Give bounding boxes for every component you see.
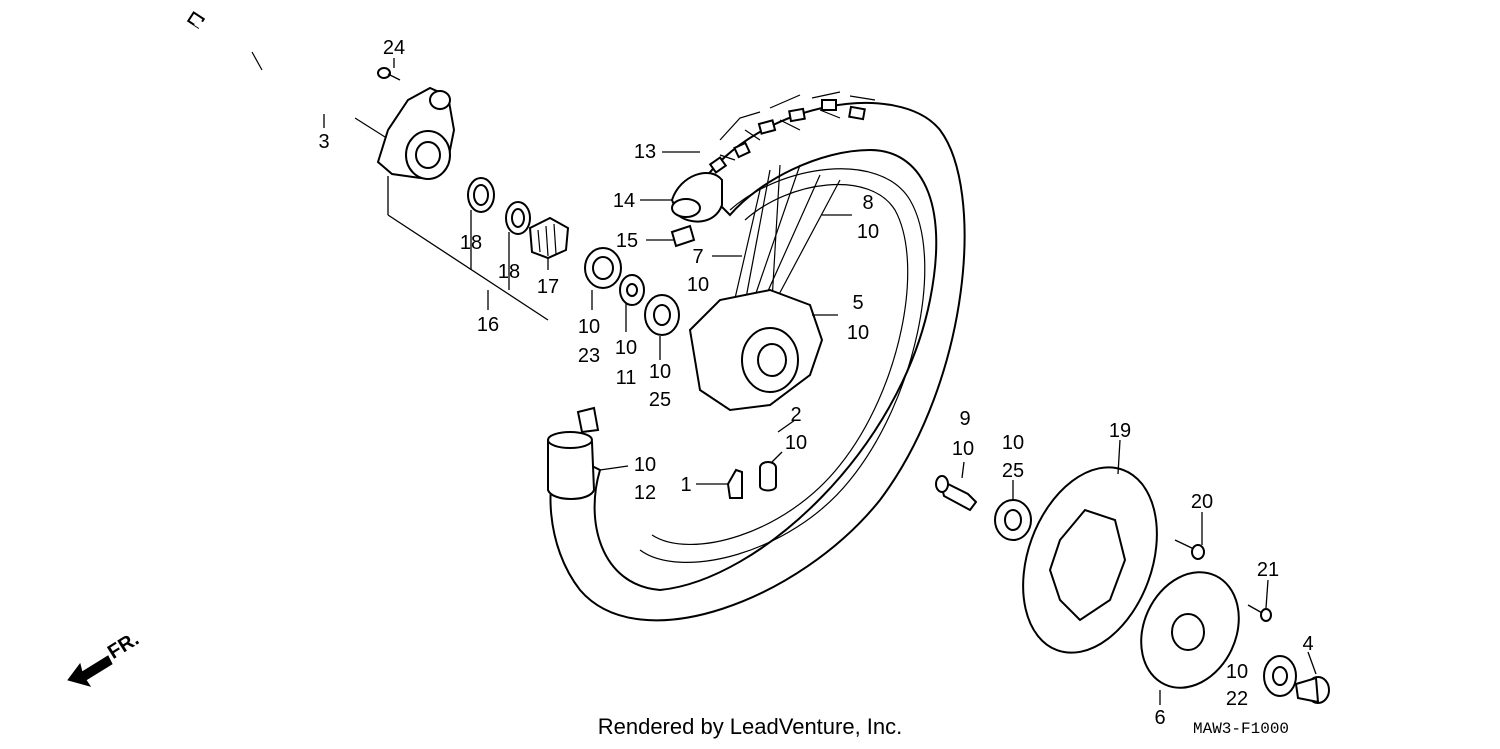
callout-17: 17 xyxy=(537,276,559,298)
callout-5: 5 xyxy=(852,292,863,314)
diagram-code: MAW3-F1000 xyxy=(1193,720,1290,738)
callout-10-5: 10 xyxy=(847,322,869,344)
callout-24: 24 xyxy=(383,37,405,59)
collar-4-part[interactable] xyxy=(1294,676,1330,704)
valve-cap-1-part[interactable] xyxy=(726,468,743,499)
axle-part[interactable] xyxy=(186,11,386,138)
render-credit: Rendered by LeadVenture, Inc. xyxy=(597,714,903,739)
callout-12: 12 xyxy=(634,482,656,504)
callout-10-25b: 10 xyxy=(1002,432,1024,454)
callout-6: 6 xyxy=(1154,707,1165,729)
callout-10-2: 10 xyxy=(785,432,807,454)
bolt-24-part[interactable] xyxy=(377,67,401,81)
callout-9: 9 xyxy=(959,408,970,430)
callout-18b: 18 xyxy=(498,261,520,283)
callout-16: 16 xyxy=(477,314,499,336)
collar-9-part[interactable] xyxy=(935,475,978,512)
callout-11: 11 xyxy=(616,367,637,389)
valve-core-2-part[interactable] xyxy=(759,461,777,492)
brake-disc-19-part[interactable] xyxy=(999,449,1181,672)
callout-1: 1 xyxy=(680,474,691,496)
callout-18a: 18 xyxy=(460,232,482,254)
callout-25b: 25 xyxy=(1002,460,1024,482)
gear-17-part[interactable] xyxy=(528,216,570,260)
front-direction-arrow-icon: FR. xyxy=(67,628,143,687)
callout-8: 8 xyxy=(862,192,873,214)
callout-23: 23 xyxy=(578,345,600,367)
callout-10-22: 10 xyxy=(1226,661,1248,683)
callout-20: 20 xyxy=(1191,491,1213,513)
rim-band-15-part[interactable] xyxy=(670,224,696,248)
callout-3: 3 xyxy=(318,131,329,153)
washer-18a-inner xyxy=(473,184,489,206)
callout-10-12: 10 xyxy=(634,454,656,476)
callout-2: 2 xyxy=(790,404,801,426)
callout-10-11: 10 xyxy=(615,337,637,359)
disc-cover-6-part[interactable] xyxy=(1123,556,1257,704)
hub-part[interactable] xyxy=(688,288,824,412)
callout-14: 14 xyxy=(613,190,635,212)
callout-10-8: 10 xyxy=(857,221,879,243)
callout-19: 19 xyxy=(1109,420,1131,442)
bolt-21-part[interactable] xyxy=(1247,604,1272,622)
callout-10-23: 10 xyxy=(578,316,600,338)
seal-22-part[interactable] xyxy=(1263,655,1297,697)
seal-25a-part[interactable] xyxy=(644,294,680,336)
callouts: 24 3 18 18 17 16 13 14 15 7 8 10 10 5 10… xyxy=(318,37,1313,729)
callout-4: 4 xyxy=(1302,633,1313,655)
leader-lines xyxy=(323,58,1317,705)
callout-13: 13 xyxy=(634,141,656,163)
callout-22: 22 xyxy=(1226,688,1248,710)
callout-21: 21 xyxy=(1257,559,1279,581)
callout-7: 7 xyxy=(692,246,703,268)
bearing-25b-part[interactable] xyxy=(994,499,1032,541)
callout-10-9: 10 xyxy=(952,438,974,460)
tube-13-part[interactable] xyxy=(670,171,723,223)
callout-10-25a: 10 xyxy=(649,361,671,383)
bolt-20-part[interactable] xyxy=(1174,539,1205,560)
callout-15: 15 xyxy=(616,230,638,252)
rim-tape-12-part[interactable] xyxy=(547,406,600,500)
washer-18b-inner xyxy=(511,208,525,228)
callout-25a: 25 xyxy=(649,389,671,411)
callout-10-7: 10 xyxy=(687,274,709,296)
direction-label: FR. xyxy=(104,628,143,664)
speedometer-gearbox-part[interactable] xyxy=(376,86,456,180)
bearing-23-part[interactable] xyxy=(584,247,622,289)
retainer-11-part[interactable] xyxy=(619,274,645,306)
